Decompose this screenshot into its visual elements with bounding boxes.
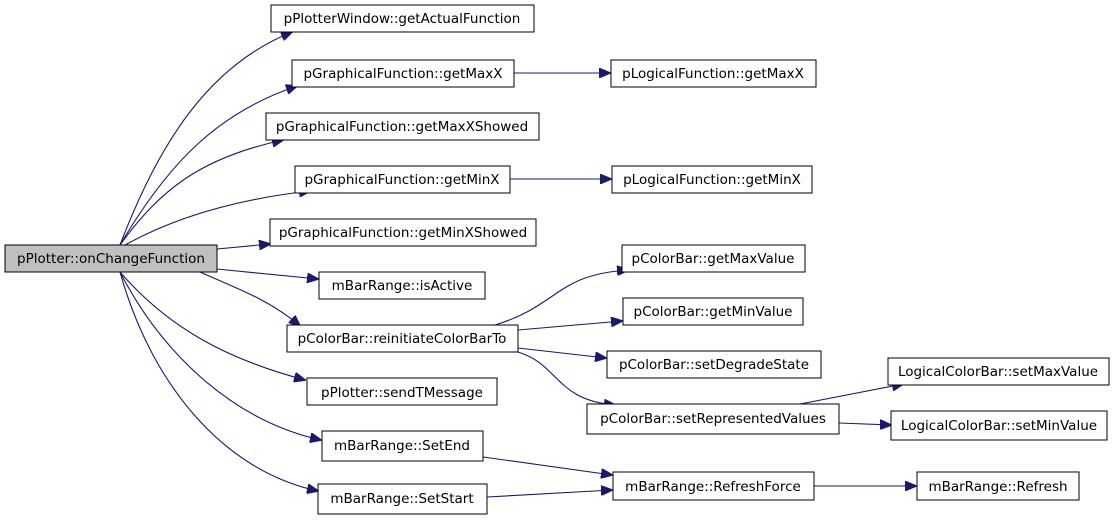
node-cb-getMaxValue[interactable]: pColorBar::getMaxValue (621, 244, 806, 273)
edge-reinitiate-to-cb-getMaxValue (494, 270, 628, 326)
node-setStart[interactable]: mBarRange::SetStart (317, 483, 488, 515)
edge-root-to-setStart (119, 271, 318, 491)
edge-reinitiate-to-setDegradeState (517, 347, 606, 358)
node-setEnd[interactable]: mBarRange::SetEnd (321, 430, 484, 462)
node-getActualFunction-label: pPlotterWindow::getActualFunction (284, 11, 521, 27)
node-sendTMessage-label: pPlotter::sendTMessage (321, 385, 483, 401)
edge-setStart-to-refreshForce (486, 490, 612, 498)
node-refresh[interactable]: mBarRange::Refresh (916, 471, 1080, 501)
edge-root-to-setEnd (119, 271, 321, 440)
node-gf-getMaxX-label: pGraphicalFunction::getMaxX (303, 66, 502, 82)
edge-setRepresentedValues-to-lcb-setMaxValue (794, 384, 903, 406)
node-setStart-label: mBarRange::SetStart (330, 491, 473, 507)
node-lcb-setMinValue[interactable]: LogicalColorBar::setMinValue (890, 410, 1108, 441)
node-setDegradeState[interactable]: pColorBar::setDegradeState (606, 350, 822, 379)
node-setRepresentedValues-label: pColorBar::setRepresentedValues (600, 411, 826, 427)
node-cb-getMinValue-label: pColorBar::getMinValue (634, 304, 793, 320)
node-gf-getMaxXShowed-label: pGraphicalFunction::getMaxXShowed (276, 119, 528, 135)
node-gf-getMaxXShowed[interactable]: pGraphicalFunction::getMaxXShowed (265, 112, 540, 141)
node-sendTMessage[interactable]: pPlotter::sendTMessage (306, 377, 498, 406)
edge-root-to-gf-getMinX (124, 191, 310, 246)
edge-root-to-gf-getMinXShowed (216, 244, 270, 249)
node-gf-getMinX[interactable]: pGraphicalFunction::getMinX (294, 165, 511, 194)
node-isActive-label: mBarRange::isActive (332, 278, 473, 294)
node-refresh-label: mBarRange::Refresh (928, 479, 1067, 495)
node-cb-getMaxValue-label: pColorBar::getMaxValue (632, 251, 795, 267)
edges (119, 32, 916, 498)
edge-root-to-gf-getMaxX (119, 86, 297, 246)
node-refreshForce[interactable]: mBarRange::RefreshForce (612, 471, 815, 501)
node-refreshForce-label: mBarRange::RefreshForce (625, 479, 801, 495)
node-gf-getMinXShowed-label: pGraphicalFunction::getMinXShowed (279, 225, 527, 241)
node-lcb-setMaxValue-label: LogicalColorBar::setMaxValue (898, 364, 1098, 380)
edge-root-to-reinitiateColorBarTo (199, 271, 300, 326)
node-lcb-setMinValue-label: LogicalColorBar::setMinValue (901, 418, 1097, 434)
node-root[interactable]: pPlotter::onChangeFunction (4, 244, 218, 273)
edge-root-to-getActualFunction (119, 32, 292, 246)
node-isActive[interactable]: mBarRange::isActive (318, 271, 486, 300)
nodes: pPlotter::onChangeFunction pPlotterWindo… (4, 4, 1110, 515)
edge-reinitiate-to-setRepresentedValues (517, 351, 615, 405)
node-lf-getMinX-label: pLogicalFunction::getMinX (623, 172, 801, 188)
node-lcb-setMaxValue[interactable]: LogicalColorBar::setMaxValue (887, 357, 1110, 386)
node-getActualFunction[interactable]: pPlotterWindow::getActualFunction (270, 4, 535, 33)
edge-root-to-gf-getMaxXShowed (119, 140, 283, 246)
edge-reinitiate-to-cb-getMinValue (517, 321, 622, 331)
node-root-label: pPlotter::onChangeFunction (17, 251, 205, 267)
node-reinitiateColorBarTo-label: pColorBar::reinitiateColorBarTo (298, 331, 507, 347)
node-lf-getMinX[interactable]: pLogicalFunction::getMinX (611, 165, 813, 194)
node-gf-getMaxX[interactable]: pGraphicalFunction::getMaxX (291, 59, 515, 88)
node-gf-getMinXShowed[interactable]: pGraphicalFunction::getMinXShowed (269, 218, 537, 247)
node-setRepresentedValues[interactable]: pColorBar::setRepresentedValues (586, 403, 840, 435)
node-lf-getMaxX-label: pLogicalFunction::getMaxX (622, 66, 804, 82)
edge-root-to-sendTMessage (119, 271, 305, 380)
node-cb-getMinValue[interactable]: pColorBar::getMinValue (622, 297, 804, 326)
node-setEnd-label: mBarRange::SetEnd (334, 438, 470, 454)
node-reinitiateColorBarTo[interactable]: pColorBar::reinitiateColorBarTo (286, 324, 519, 353)
node-gf-getMinX-label: pGraphicalFunction::getMinX (304, 172, 499, 188)
node-lf-getMaxX[interactable]: pLogicalFunction::getMaxX (610, 59, 817, 88)
node-setDegradeState-label: pColorBar::setDegradeState (619, 357, 809, 373)
edge-root-to-isActive (216, 268, 318, 279)
edge-setRepresentedValues-to-lcb-setMinValue (838, 423, 891, 425)
edge-setEnd-to-refreshForce (482, 456, 612, 475)
